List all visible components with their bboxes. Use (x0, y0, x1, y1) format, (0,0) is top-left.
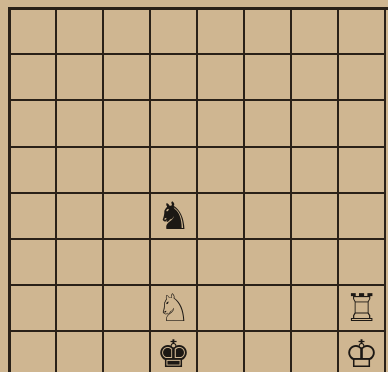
square-f2[interactable] (245, 286, 292, 332)
square-c8[interactable] (104, 9, 151, 55)
square-f7[interactable] (245, 55, 292, 101)
square-e5[interactable] (198, 148, 245, 194)
square-a3[interactable] (10, 240, 57, 286)
square-h1[interactable]: ♔ (339, 332, 386, 372)
square-e3[interactable] (198, 240, 245, 286)
square-g7[interactable] (292, 55, 339, 101)
square-d1[interactable]: ♚ (151, 332, 198, 372)
square-f1[interactable] (245, 332, 292, 372)
white-knight-icon[interactable]: ♘ (153, 287, 195, 329)
square-d7[interactable] (151, 55, 198, 101)
square-e7[interactable] (198, 55, 245, 101)
square-c2[interactable] (104, 286, 151, 332)
square-d5[interactable] (151, 148, 198, 194)
square-g4[interactable] (292, 194, 339, 240)
square-e8[interactable] (198, 9, 245, 55)
square-g1[interactable] (292, 332, 339, 372)
square-g3[interactable] (292, 240, 339, 286)
square-h2[interactable]: ♖ (339, 286, 386, 332)
chess-board: ♞ ♘ ♖ ♚ ♔ (10, 9, 388, 372)
square-d6[interactable] (151, 101, 198, 147)
square-c4[interactable] (104, 194, 151, 240)
square-d4[interactable]: ♞ (151, 194, 198, 240)
square-h4[interactable] (339, 194, 386, 240)
square-e1[interactable] (198, 332, 245, 372)
square-f5[interactable] (245, 148, 292, 194)
square-e6[interactable] (198, 101, 245, 147)
board-top-border (8, 7, 388, 10)
square-b7[interactable] (57, 55, 104, 101)
square-h3[interactable] (339, 240, 386, 286)
square-c3[interactable] (104, 240, 151, 286)
square-b8[interactable] (57, 9, 104, 55)
square-f6[interactable] (245, 101, 292, 147)
square-g6[interactable] (292, 101, 339, 147)
square-a7[interactable] (10, 55, 57, 101)
square-a5[interactable] (10, 148, 57, 194)
square-b2[interactable] (57, 286, 104, 332)
square-f3[interactable] (245, 240, 292, 286)
square-g2[interactable] (292, 286, 339, 332)
square-e2[interactable] (198, 286, 245, 332)
square-h5[interactable] (339, 148, 386, 194)
white-rook-icon[interactable]: ♖ (341, 287, 383, 329)
board-left-border (8, 8, 11, 372)
square-a2[interactable] (10, 286, 57, 332)
square-a6[interactable] (10, 101, 57, 147)
square-b4[interactable] (57, 194, 104, 240)
square-b5[interactable] (57, 148, 104, 194)
square-c1[interactable] (104, 332, 151, 372)
square-a4[interactable] (10, 194, 57, 240)
square-g8[interactable] (292, 9, 339, 55)
square-a1[interactable] (10, 332, 57, 372)
square-c7[interactable] (104, 55, 151, 101)
square-e4[interactable] (198, 194, 245, 240)
black-knight-icon[interactable]: ♞ (153, 195, 195, 237)
square-b1[interactable] (57, 332, 104, 372)
square-a8[interactable] (10, 9, 57, 55)
square-d2[interactable]: ♘ (151, 286, 198, 332)
white-king-icon[interactable]: ♔ (341, 333, 383, 372)
square-d3[interactable] (151, 240, 198, 286)
square-f4[interactable] (245, 194, 292, 240)
square-c5[interactable] (104, 148, 151, 194)
square-d8[interactable] (151, 9, 198, 55)
square-c6[interactable] (104, 101, 151, 147)
square-b6[interactable] (57, 101, 104, 147)
square-f8[interactable] (245, 9, 292, 55)
black-king-icon[interactable]: ♚ (153, 333, 195, 372)
square-g5[interactable] (292, 148, 339, 194)
square-b3[interactable] (57, 240, 104, 286)
square-h8[interactable] (339, 9, 386, 55)
square-h6[interactable] (339, 101, 386, 147)
square-h7[interactable] (339, 55, 386, 101)
